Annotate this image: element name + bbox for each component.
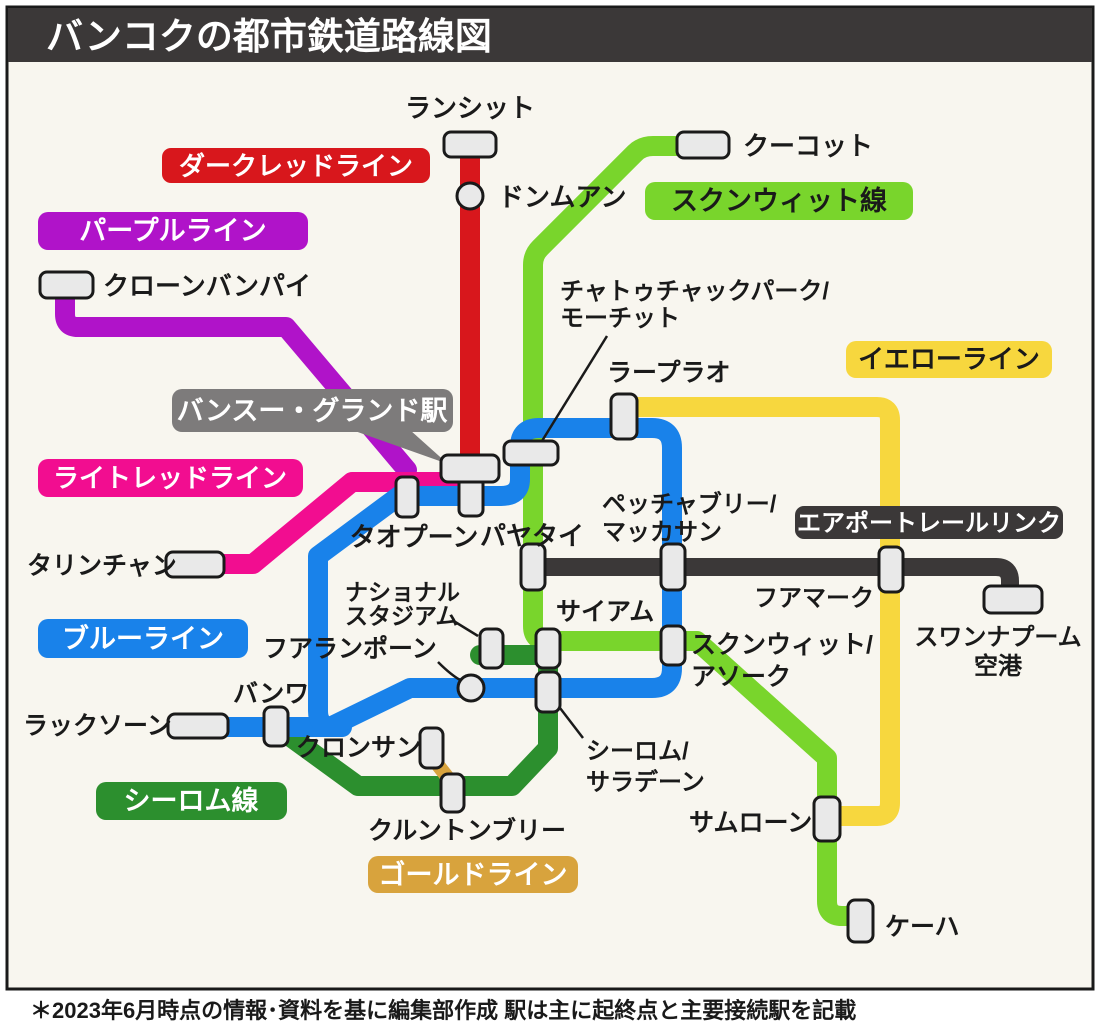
yellow-line-path (620, 397, 900, 826)
station-marker-phaya-thai (519, 542, 547, 592)
station-marker-sukhumvit-asok (659, 624, 687, 667)
badge-blue-line: ブルーライン (38, 619, 248, 658)
station-marker-don-mueang (455, 181, 485, 211)
badge-airport-rail-link-label: エアポートレールリンク (797, 509, 1061, 537)
purple-line-path (55, 280, 417, 480)
label-lat-phrao: ラープラオ (607, 359, 731, 387)
badge-yellow-line: イエローライン (846, 341, 1052, 378)
station-marker-siam (534, 627, 562, 670)
label-samrong: サムローン (689, 809, 812, 837)
label-hua-lamphong: フアランポーン (263, 634, 437, 663)
title-bar: バンコクの都市鉄道路線図 (8, 8, 1092, 62)
station-labels: ランシット ドンムアン クーコット クローンバンパイ チャトゥチャックパーク/ … (23, 93, 1082, 941)
station-marker-krung-thon-buri (439, 772, 466, 814)
station-marker-samrong (812, 795, 842, 843)
airport-rail-link-path (524, 558, 1019, 607)
label-suvarnabhumi-line1: スワンナプーム (914, 624, 1081, 651)
station-marker-bang-wa (262, 705, 290, 748)
station-marker-rangsit (442, 130, 498, 159)
badge-dark-red-line-label: ダークレッドライン (179, 151, 413, 181)
badge-yellow-line-label: イエローライン (858, 344, 1040, 374)
label-kheha: ケーハ (885, 913, 960, 941)
badge-purple-line: パープルライン (38, 212, 308, 250)
station-marker-kheha (846, 898, 875, 944)
label-chatuchak-line2: モーチット (560, 305, 680, 332)
station-marker-phetchaburi (659, 542, 687, 592)
station-markers (38, 130, 1044, 944)
badge-purple-line-label: パープルライン (79, 216, 266, 246)
station-marker-suvarnabhumi (982, 584, 1044, 615)
label-rangsit: ランシット (405, 93, 535, 123)
label-sukhumvit-asok-line1: スクンウィット/ (691, 631, 873, 659)
badge-light-red-line: ライトレッドライン (38, 459, 303, 497)
label-chatuchak-line1: チャトゥチャックパーク/ (560, 278, 829, 305)
badge-gold-line: ゴールドライン (368, 856, 578, 893)
station-marker-hua-mak (877, 545, 905, 594)
bang-sue-callout-tail (352, 430, 448, 464)
label-national-stadium-line2: スタジアム (345, 603, 458, 629)
station-marker-khlong-bang-phai (38, 270, 95, 300)
national-stadium-pointer (451, 618, 479, 638)
label-tao-poon: タオプーン (350, 522, 479, 552)
label-don-mueang: ドンムアン (498, 182, 626, 212)
station-marker-taling-chan (164, 550, 226, 579)
station-marker-tao-poon (394, 475, 420, 519)
sukhumvit-line-path (523, 136, 866, 926)
station-marker-national-stadium (478, 627, 505, 670)
page-title: バンコクの都市鉄道路線図 (46, 15, 492, 57)
label-khlong-bang-phai: クローンバンパイ (103, 271, 311, 301)
label-krung-thon-buri: クルントンブリー (368, 816, 566, 845)
badge-bang-sue-grand: バンスー・グランド駅 (172, 389, 453, 432)
label-si-lom-line2: サラデーン (586, 768, 705, 796)
badge-airport-rail-link: エアポートレールリンク (795, 506, 1063, 539)
label-si-lom-line1: シーロム/ (586, 738, 689, 765)
badge-silom-line: シーロム線 (96, 782, 287, 820)
chatuchak-pointer (540, 335, 609, 442)
label-khlong-san: クロンサン (296, 734, 421, 762)
line-badges: ダークレッドライン パープルライン スクンウィット線 イエローライン ライトレッ… (38, 148, 1063, 893)
label-sukhumvit-asok-line2: アソーク (691, 663, 791, 691)
station-marker-hua-lamphong (456, 673, 486, 703)
map-frame (5, 5, 1095, 991)
footer-note: ＊2023年6月時点の情報･資料を基に編集部作成 駅は主に起終点と主要接続駅を記… (30, 998, 856, 1023)
badge-blue-line-label: ブルーライン (62, 623, 224, 654)
badge-silom-line-label: シーロム線 (124, 785, 259, 816)
badge-dark-red-line: ダークレッドライン (162, 148, 430, 183)
label-bang-wa: バンワ (233, 680, 309, 708)
station-marker-khlong-san (418, 726, 445, 770)
label-phetchaburi-line1: ペッチャブリー/ (602, 490, 777, 518)
badge-sukhumvit-line-label: スクンウィット線 (671, 185, 887, 216)
label-phetchaburi-line2: マッカサン (602, 519, 722, 546)
badge-gold-line-label: ゴールドライン (379, 859, 568, 890)
title-bar-background (8, 8, 1092, 62)
blue-line-loop-path (308, 418, 682, 737)
si-lom-pointer (559, 707, 584, 739)
label-lak-song: ラックソーン (23, 712, 172, 740)
badge-bang-sue-grand-label: バンスー・グランド駅 (177, 395, 448, 426)
label-khu-khot: クーコット (743, 131, 873, 161)
station-marker-bang-sue (439, 453, 501, 484)
label-suvarnabhumi-line2: 空港 (974, 652, 1023, 680)
station-marker-si-lom (534, 670, 562, 714)
badge-sukhumvit-line: スクンウィット線 (645, 182, 913, 220)
label-siam: サイアム (556, 598, 654, 626)
label-national-stadium-line1: ナショナル (345, 579, 460, 605)
station-marker-khu-khot (675, 130, 731, 160)
label-hua-mak: フアマーク (754, 585, 874, 612)
station-marker-lat-phrao (609, 392, 639, 441)
station-marker-chatuchak (502, 439, 560, 467)
label-phaya-thai: パヤタイ (480, 521, 584, 551)
label-taling-chan: タリンチャン (27, 552, 177, 580)
badge-light-red-line-label: ライトレッドライン (53, 463, 287, 493)
station-marker-lak-song (166, 712, 230, 740)
station-marker-bang-sue-vertical (457, 476, 485, 518)
